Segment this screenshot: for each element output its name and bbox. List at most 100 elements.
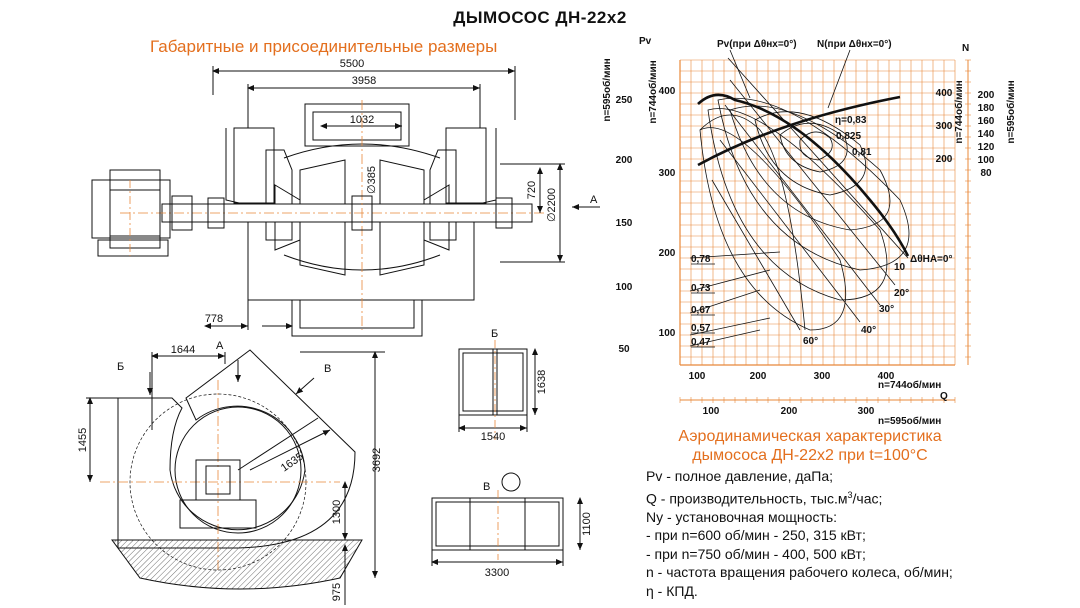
tick-pv595: 250 — [616, 95, 633, 106]
eff-label: 0,57 — [691, 323, 711, 334]
front-view — [91, 66, 600, 337]
eff-label: 0,78 — [691, 254, 711, 265]
chart-caption-line2: дымососа ДН-22х2 при t=100°C — [692, 447, 928, 464]
tick-n595: 120 — [978, 142, 995, 153]
tick-n744: 200 — [936, 154, 953, 165]
tick-n744: 300 — [936, 121, 953, 132]
view-label-b-flange: Б — [491, 328, 498, 340]
legend-q: Q - производительность, тыс.м3/час; — [646, 486, 953, 508]
legend-q-unit: /час; — [852, 490, 883, 507]
eff-label: 0,47 — [691, 337, 711, 348]
tick-pv595: 50 — [618, 344, 630, 355]
n-curve-label: N(при Δθнх=0°) — [817, 39, 892, 50]
legend-n750: - при n=750 об/мин - 400, 500 кВт; — [646, 545, 866, 562]
dim-1100: 1100 — [581, 512, 593, 536]
efficiency-curves — [699, 97, 910, 331]
efficiency-labels: η=0,83 0,825 0,81 0,78 0,73 0,67 0,57 0,47 — [691, 115, 872, 348]
tick-pv595: 150 — [616, 218, 633, 229]
power-curve — [697, 95, 901, 167]
pv-axis-label: Pv — [639, 36, 652, 47]
tick-n595: 200 — [978, 90, 995, 101]
eff-label: η=0,83 — [835, 115, 867, 126]
eff-curve-057 — [699, 127, 847, 331]
tick-pv595: 200 — [616, 155, 633, 166]
performance-chart: Pv N Q Pv(при Δθнх=0°) N(при Δθнх=0°) n=… — [601, 36, 1017, 427]
tick-pv595: 100 — [616, 282, 633, 293]
tick-q595: 200 — [781, 406, 798, 417]
rpm595-bottom-label: n=595об/мин — [878, 415, 941, 427]
pressure-curve-60 — [699, 114, 806, 331]
dim-1455: 1455 — [77, 428, 89, 452]
view-label-a: А — [216, 340, 224, 352]
tick-q744: 100 — [689, 371, 706, 382]
pressure-curve — [697, 93, 910, 257]
legend: Pv - полное давление, даПа; Q - производ… — [646, 467, 953, 600]
dim-5500: 5500 — [340, 58, 364, 70]
eff-label: 0,825 — [836, 131, 861, 142]
dim-1644: 1644 — [171, 344, 195, 356]
eff-label: 0,73 — [691, 283, 711, 294]
rpm595-right-label: n=595об/мин — [1005, 80, 1017, 143]
pv-curve-label: Pv(при Δθнх=0°) — [717, 39, 797, 50]
dim-975: 975 — [331, 583, 343, 601]
tick-q744: 300 — [814, 371, 831, 382]
eff-label: 0,67 — [691, 305, 711, 316]
axis-ticks: 250 200 150 100 50 400 300 200 100 400 300 200 200 18… — [616, 86, 995, 417]
dim-385: ∅385 — [366, 166, 378, 194]
n-axis-label: N — [962, 43, 969, 54]
dim-3692: 3692 — [371, 448, 383, 472]
rpm744-bottom-label: n=744об/мин — [878, 379, 941, 391]
eff-label: 0,81 — [852, 147, 872, 158]
eff-curve-081 — [754, 111, 867, 196]
legend-n600: - при n=600 об/мин - 250, 315 кВт; — [646, 527, 866, 544]
eff-curve-067 — [707, 108, 888, 301]
dim-1032: 1032 — [350, 114, 374, 126]
dim-1638: 1638 — [536, 370, 548, 394]
angle-label: 30° — [879, 304, 894, 315]
side-view — [86, 349, 385, 605]
flange-b-view — [458, 340, 538, 440]
angle-label: 10 — [894, 262, 906, 273]
tick-n595: 80 — [980, 168, 992, 179]
dim-3958: 3958 — [352, 75, 376, 87]
legend-ny: Ny - установочная мощность: — [646, 508, 838, 525]
dim-3300: 3300 — [485, 567, 509, 579]
tick-pv744: 400 — [659, 86, 676, 97]
tick-n595: 100 — [978, 155, 995, 166]
chart-caption-line1: Аэродинамическая характеристика — [678, 428, 942, 445]
rpm744-left-label: n=744об/мин — [647, 60, 659, 123]
angle-label: 40° — [861, 325, 876, 336]
legend-pv: Pv - полное давление, даПа; — [646, 468, 834, 484]
dim-2200: ∅2200 — [546, 188, 558, 222]
view-label-v: В — [324, 363, 331, 375]
view-label-b: Б — [117, 361, 124, 373]
tick-q595: 300 — [858, 406, 875, 417]
rpm595-left-label: n=595об/мин — [601, 58, 613, 121]
dim-778: 778 — [205, 313, 223, 325]
dim-1540: 1540 — [481, 431, 505, 443]
flange-v-view — [431, 472, 583, 566]
eff-curve-083 — [799, 131, 833, 161]
legend-eta: η - КПД. — [646, 582, 698, 599]
dim-720: 720 — [526, 181, 538, 199]
view-label-v-flange: В — [483, 481, 490, 493]
rpm744-right-label: n=744об/мин — [953, 80, 965, 143]
tick-q595: 100 — [703, 406, 720, 417]
dim-1300: 1300 — [331, 500, 343, 524]
q-axis-label: Q — [940, 391, 948, 402]
tick-n595: 140 — [978, 129, 995, 140]
chart-caption: Аэродинамическая характеристика дымососа… — [660, 427, 960, 465]
tick-n595: 180 — [978, 103, 995, 114]
legend-n: n - частота вращения рабочего колеса, об… — [646, 564, 953, 581]
tick-pv744: 100 — [659, 328, 676, 339]
view-arrow-a-front: А — [590, 194, 598, 206]
tick-n595: 160 — [978, 116, 995, 127]
angle-label: ΔθНА=0° — [910, 254, 952, 265]
angle-label: 60° — [803, 336, 818, 347]
tick-pv744: 200 — [659, 248, 676, 259]
tick-q744: 400 — [878, 371, 895, 382]
legend-q-sup: 3 — [847, 489, 853, 500]
legend-q-text: Q - производительность, тыс.м — [646, 490, 848, 507]
